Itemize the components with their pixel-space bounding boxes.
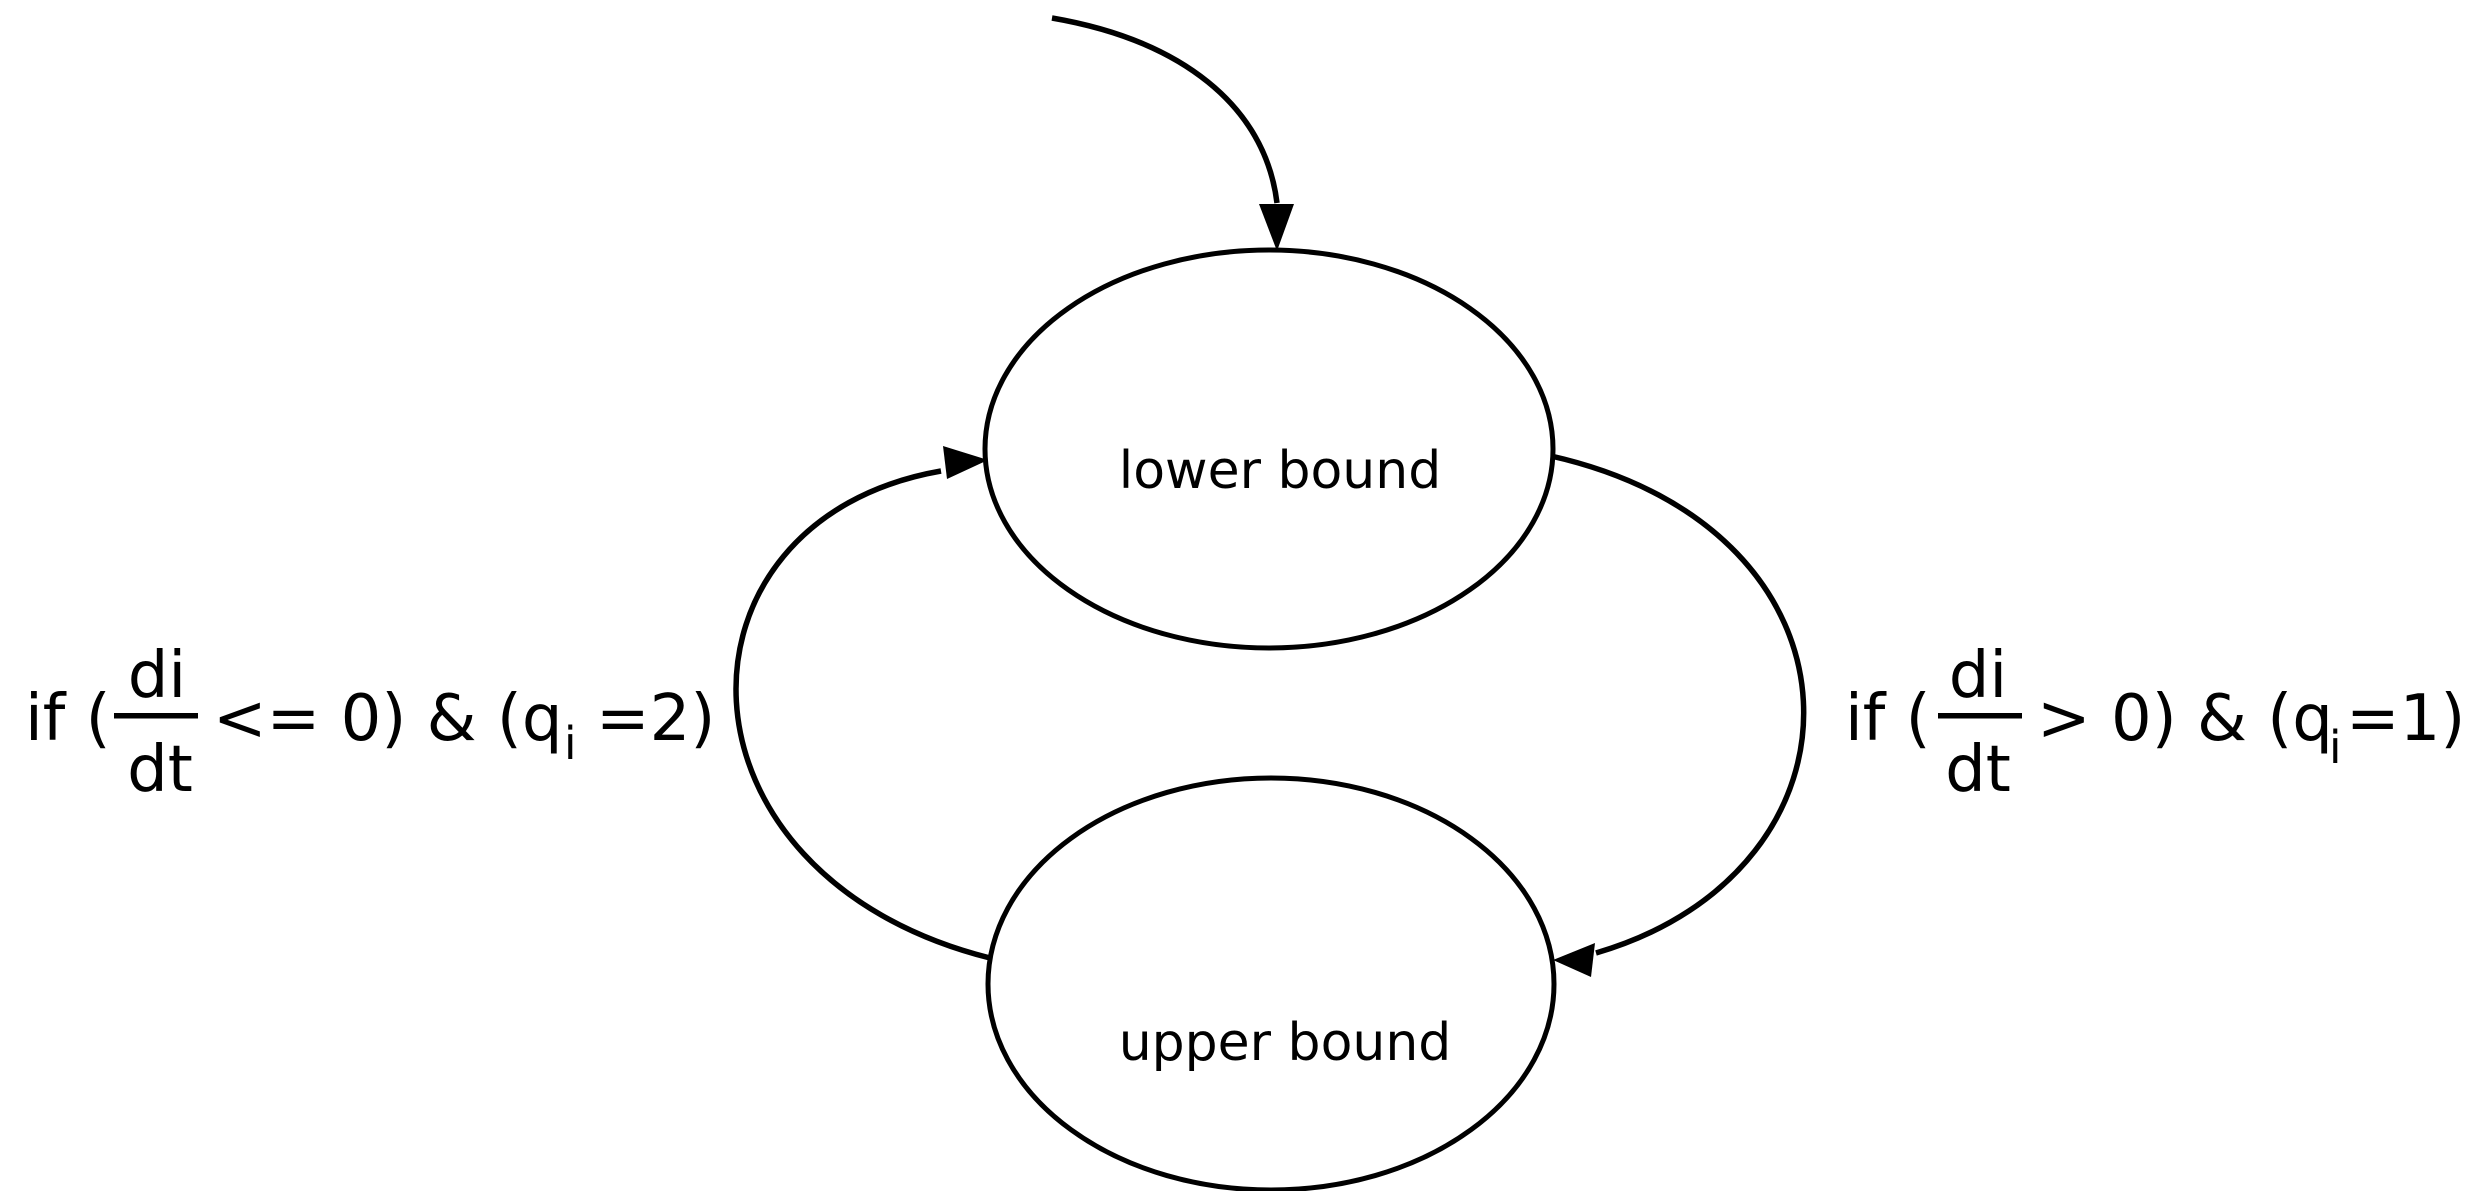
condition-left-prefix: if ( [25,682,111,756]
condition-left-fraction-bar [114,713,198,719]
condition-right-prefix: if ( [1845,682,1931,756]
transition-lower-to-upper-arrowhead-icon [1553,943,1595,977]
transition-lower-to-upper [1550,453,1807,977]
initial-transition-arrow [1051,15,1294,251]
state-lower-bound-label: lower bound [1119,441,1441,501]
condition-right-comparison: > 0) & (q [2037,682,2333,756]
condition-left-fraction-denominator: dt [127,733,193,807]
transition-upper-to-lower-curve [733,468,991,961]
condition-right-subscript: i [2329,721,2342,774]
state-upper-bound-ellipse [985,775,1557,1191]
condition-label-right: if ( di dt > 0) & (q i =1) [1845,639,2465,807]
condition-left-subscript: i [564,717,577,770]
state-upper-bound-label: upper bound [1119,1013,1452,1073]
transition-upper-to-lower [733,446,991,961]
condition-left-comparison: <= 0) & (q [213,682,562,756]
initial-arrow-curve [1051,15,1280,204]
condition-label-left: if ( di dt <= 0) & (q i =2) [25,639,715,807]
condition-right-fraction-numerator: di [1949,639,2007,713]
transition-upper-to-lower-arrowhead-icon [943,446,988,479]
state-lower-bound-ellipse [982,247,1556,651]
condition-left-suffix: =2) [596,682,715,756]
initial-arrowhead-icon [1259,204,1294,251]
condition-left-fraction-numerator: di [128,639,186,713]
condition-right-suffix: =1) [2346,682,2465,756]
condition-right-fraction-denominator: dt [1945,733,2011,807]
transition-lower-to-upper-curve [1550,453,1807,956]
state-lower-bound: lower bound [982,247,1556,651]
condition-right-fraction-bar [1938,713,2022,719]
state-upper-bound: upper bound [985,775,1557,1191]
